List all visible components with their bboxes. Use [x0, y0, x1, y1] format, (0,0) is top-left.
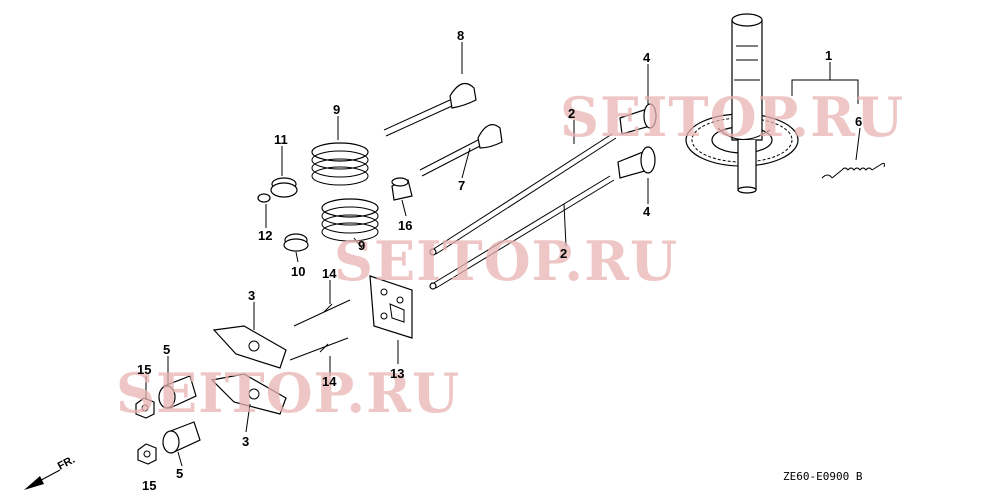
valve-lifter-upper	[619, 103, 657, 135]
front-arrow-icon	[24, 469, 61, 490]
spring-retainer-upper	[270, 177, 298, 198]
callout-15-upper: 15	[137, 362, 151, 377]
callout-2-upper: 2	[568, 106, 575, 121]
lock-nut-upper	[135, 397, 155, 419]
rocker-arm-bolt-upper	[293, 299, 351, 327]
callout-7: 7	[458, 178, 465, 193]
callout-14-lower: 14	[322, 374, 337, 389]
leader-lines	[145, 42, 861, 467]
callout-14-upper: 14	[322, 266, 337, 281]
valve-stem-seal	[391, 177, 413, 201]
valve-spring-lower	[321, 198, 379, 242]
callout-1: 1	[825, 48, 832, 63]
lock-nut-lower	[137, 443, 157, 465]
callout-3-lower: 3	[242, 434, 249, 449]
watermark-middle: SEITOP.RU	[334, 229, 678, 293]
callout-5-upper: 5	[163, 342, 170, 357]
rocker-pivot-upper	[158, 375, 197, 409]
callout-4-upper: 4	[643, 50, 651, 65]
callout-13: 13	[390, 366, 404, 381]
callout-9-upper: 9	[333, 102, 340, 117]
diagram-code: ZE60-E0900 B	[783, 470, 863, 483]
intake-valve	[419, 124, 503, 177]
spring-retainer-lower	[283, 233, 309, 252]
callout-6: 6	[855, 114, 862, 129]
callout-4-lower: 4	[643, 204, 651, 219]
camshaft-gear	[685, 13, 799, 194]
callout-12: 12	[258, 228, 272, 243]
valve-lifter-lower	[617, 146, 656, 179]
rocker-arm-bolt-lower	[289, 337, 349, 361]
callout-10: 10	[291, 264, 305, 279]
rocker-pivot-lower	[162, 421, 201, 454]
callout-15-lower: 15	[142, 478, 156, 493]
front-label: FR.	[56, 454, 77, 473]
callout-3-upper: 3	[248, 288, 255, 303]
callout-5-lower: 5	[176, 466, 183, 481]
callout-9-lower: 9	[358, 238, 365, 253]
watermark-top: SEITOP.RU	[560, 85, 904, 149]
exhaust-valve	[383, 82, 477, 137]
callout-8: 8	[457, 28, 464, 43]
callout-2-lower: 2	[560, 246, 567, 261]
callout-11: 11	[274, 132, 288, 147]
pushrod-guide-plate	[369, 275, 413, 339]
valve-cotter	[257, 193, 271, 203]
callout-16: 16	[398, 218, 412, 233]
weight-spring	[821, 162, 885, 179]
watermark-bottom: SEITOP.RU	[116, 361, 460, 425]
push-rod-upper	[429, 133, 617, 256]
rocker-arm-upper	[212, 325, 287, 369]
valve-spring-upper	[311, 142, 369, 186]
push-rod-lower	[429, 175, 615, 290]
rocker-arm-lower	[210, 373, 287, 415]
